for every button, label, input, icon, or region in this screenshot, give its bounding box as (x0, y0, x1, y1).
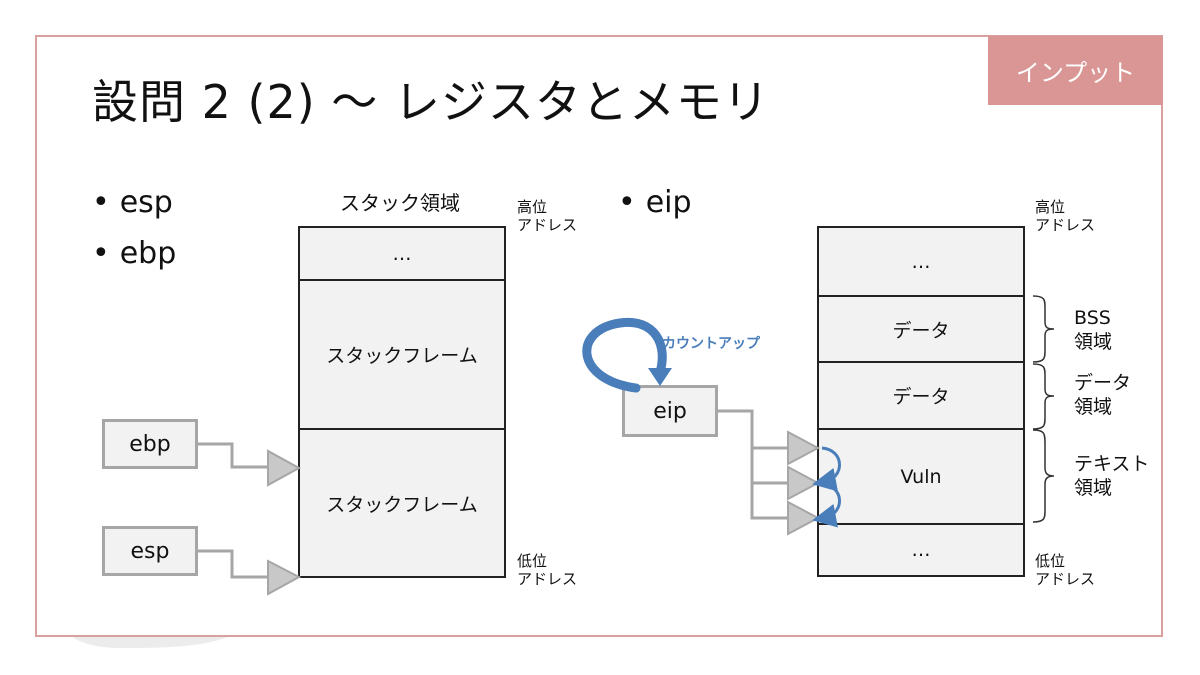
bullet-ebp: ebp (92, 236, 177, 271)
ebp-register: ebp (102, 419, 198, 469)
count-up-arrow-head (648, 368, 672, 386)
memory-cell-top-ellipsis: … (817, 226, 1025, 297)
memory-high-address: 高位 アドレス (1035, 198, 1096, 234)
count-up-loop-arrow (582, 317, 667, 393)
stack-area-heading: スタック領域 (340, 191, 460, 215)
segment-label-bss: BSS 領域 (1074, 307, 1113, 353)
esp-register: esp (102, 526, 198, 576)
brace-bss (1032, 295, 1055, 363)
bullet-esp: esp (92, 185, 173, 220)
memory-cell-bottom-ellipsis: … (817, 523, 1025, 577)
eip-pointer-arrow-3 (787, 500, 821, 536)
stack-low-address: 低位 アドレス (517, 552, 578, 588)
ebp-connector (198, 442, 268, 469)
esp-connector (198, 549, 268, 579)
slide-title: 設問 2 (2) ～ レジスタとメモリ (92, 75, 770, 129)
ebp-pointer-arrow (267, 449, 302, 487)
stack-frame-2: スタックフレーム (298, 428, 506, 578)
step-arrow-1 (812, 446, 841, 492)
memory-low-address: 低位 アドレス (1035, 552, 1096, 588)
input-tag: インプット (988, 36, 1163, 105)
count-up-label: カウントアップ (662, 336, 760, 352)
step-arrow-2 (812, 482, 841, 528)
brace-text (1032, 429, 1055, 523)
memory-cell-bss-data: データ (817, 295, 1025, 363)
bullet-eip: eip (618, 185, 692, 220)
eip-pointer-arrow-2 (787, 465, 821, 501)
eip-register: eip (622, 385, 718, 437)
esp-pointer-arrow (267, 559, 302, 596)
segment-label-data: データ 領域 (1074, 372, 1132, 418)
stack-high-address: 高位 アドレス (517, 198, 578, 234)
brace-data (1032, 363, 1055, 430)
stack-frame-1: スタックフレーム (298, 279, 506, 430)
eip-connector-trunk (718, 409, 788, 520)
segment-label-text: テキスト 領域 (1074, 453, 1150, 499)
eip-pointer-arrow-1 (787, 430, 821, 466)
